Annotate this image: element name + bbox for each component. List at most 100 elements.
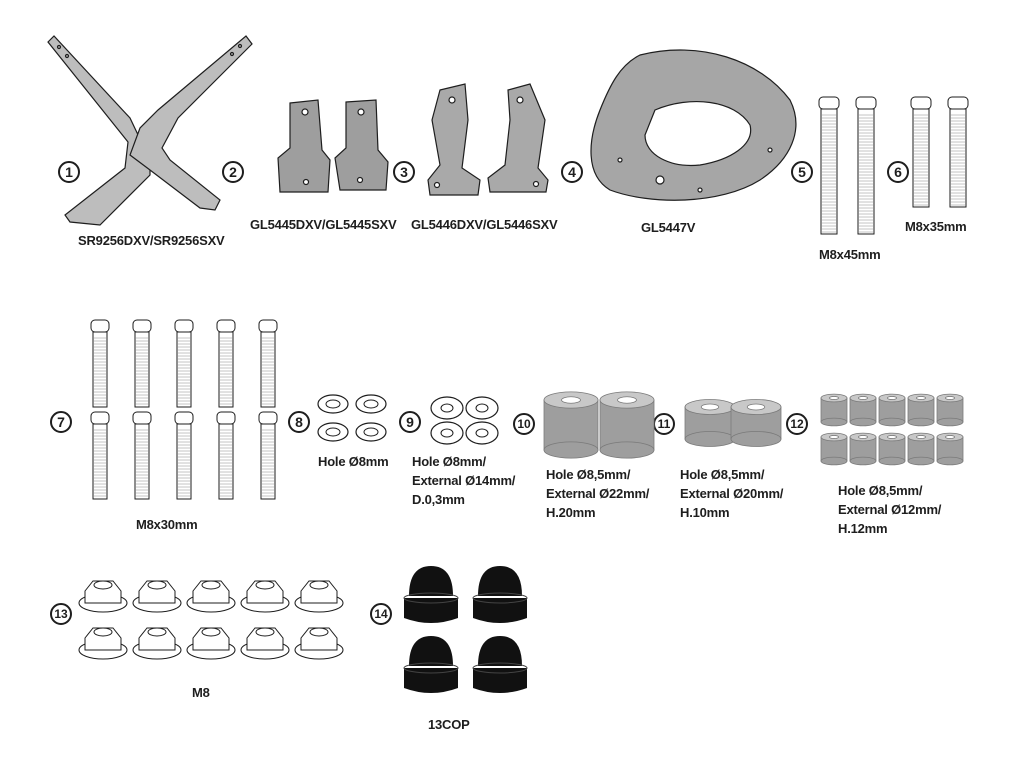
bolt-m8x30-8-head	[174, 411, 194, 425]
cap-rim	[403, 662, 459, 674]
spacer-20mm-1-body	[543, 399, 599, 451]
nut-m8-8	[186, 627, 236, 660]
spacer-12mm-1-body	[820, 397, 848, 423]
spacer-12mm-4-hole	[916, 396, 926, 400]
cap-base	[473, 598, 527, 623]
spacer-10mm-2-body	[730, 406, 782, 440]
nut-flange	[294, 640, 344, 660]
bolt-m8x30-9	[216, 411, 236, 500]
nut-hex	[300, 627, 338, 651]
spacer-10mm-1-top	[684, 399, 736, 415]
spacer-10mm-1-bottom	[684, 431, 736, 447]
label-hole8: Hole Ø8mm	[318, 454, 389, 469]
spacer-12mm-6-top	[820, 432, 848, 442]
label-gl5446: GL5446DXV/GL5446SXV	[411, 217, 558, 232]
callout-10: 10	[513, 413, 535, 435]
lock-washer-4	[355, 422, 387, 442]
spacer-12mm-1-bottom	[820, 417, 848, 427]
callout-11: 11	[653, 413, 675, 435]
nut-hole	[309, 580, 329, 590]
bolt-m8x30-8	[174, 411, 194, 500]
nut-cap-1	[403, 566, 459, 623]
callout-8: 8	[288, 411, 310, 433]
spacer-12mm-2-bottom	[849, 417, 877, 427]
spacer-12mm-8-body	[878, 436, 906, 462]
spacer-12mm-7-bottom	[849, 456, 877, 466]
nut-hole	[147, 627, 167, 637]
nut-hole	[93, 627, 113, 637]
callout-9: 9	[399, 411, 421, 433]
lock-washer-hole-1	[325, 399, 341, 409]
nut-hex	[138, 580, 176, 604]
spacer-20mm-2-bottom	[599, 441, 655, 459]
bolt-m8x30-3-head	[174, 319, 194, 333]
flat-washer-hole-3	[440, 428, 454, 438]
spacer-12mm-4-top	[907, 393, 935, 403]
cap-dome	[409, 636, 453, 666]
spacer-12mm-10-bottom	[936, 456, 964, 466]
nut-hex	[246, 580, 284, 604]
label-m8-nut: M8	[192, 685, 210, 700]
bolt-m8x45-1-head	[818, 96, 840, 110]
nut-flange	[132, 640, 182, 660]
cap-rim	[472, 662, 528, 674]
nut-cap-4	[472, 636, 528, 693]
bolt-m8x35-1-head	[910, 96, 932, 110]
bolt-m8x30-5-head	[258, 319, 278, 333]
bolt-m8x30-1	[90, 319, 110, 408]
spacer-12mm-8-hole	[887, 435, 897, 439]
nut-flange	[78, 640, 128, 660]
label-m8x35: M8x35mm	[905, 219, 967, 234]
spacer-12mm-9-top	[907, 432, 935, 442]
bolt-m8x30-4-shaft	[218, 331, 234, 408]
spacer-10mm-1-hole	[700, 403, 720, 411]
cap-rim	[403, 592, 459, 604]
bolt-m8x30-2-head	[132, 319, 152, 333]
spacer-20mm-1-bottom	[543, 441, 599, 459]
spacer-12mm-1-hole	[829, 396, 839, 400]
flat-washer-hole-1	[440, 403, 454, 413]
callout-4: 4	[561, 161, 583, 183]
bolt-m8x35-2-shaft	[949, 108, 967, 208]
nut-cap-3	[403, 636, 459, 693]
spacer-10mm-2-bottom	[730, 431, 782, 447]
bolt-m8x30-7-shaft	[134, 423, 150, 500]
bolt-m8x35-2	[947, 96, 969, 208]
spacer-12mm-2-body	[849, 397, 877, 423]
nut-hole	[255, 627, 275, 637]
bolt-m8x30-2	[132, 319, 152, 408]
cap-base	[404, 668, 458, 693]
nut-hex	[192, 627, 230, 651]
callout-6: 6	[887, 161, 909, 183]
cap-base	[404, 598, 458, 623]
bolt-m8x35-1	[910, 96, 932, 208]
flat-washer-hole-2	[475, 403, 489, 413]
spacer-12mm-6-body	[820, 436, 848, 462]
lock-washer-3	[317, 422, 349, 442]
nut-flange	[240, 593, 290, 613]
bolt-m8x35-2-head	[947, 96, 969, 110]
spacer-12mm-9-body	[907, 436, 935, 462]
spacer-12mm-8-bottom	[878, 456, 906, 466]
bolt-m8x35-1-shaft	[912, 108, 930, 208]
bolt-m8x30-6-shaft	[92, 423, 108, 500]
bolt-m8x45-1-shaft	[820, 108, 838, 235]
cap-dome	[478, 566, 522, 596]
bolt-m8x30-5-shaft	[260, 331, 276, 408]
nut-hex	[246, 627, 284, 651]
label-spacer-10: Hole Ø8,5mm/ External Ø20mm/ H.10mm	[680, 467, 784, 520]
spacer-12mm-7-top	[849, 432, 877, 442]
spacer-20mm-2-top	[599, 391, 655, 409]
spacer-12mm-7-body	[849, 436, 877, 462]
nut-flange	[240, 640, 290, 660]
callout-7: 7	[50, 411, 72, 433]
lock-washer-hole-3	[325, 427, 341, 437]
spacer-20mm-2-hole	[617, 396, 637, 404]
bolt-m8x45-2-head	[855, 96, 877, 110]
bolt-m8x30-9-shaft	[218, 423, 234, 500]
lock-washer-2	[355, 394, 387, 414]
bolt-m8x30-9-head	[216, 411, 236, 425]
label-spacer-20: Hole Ø8,5mm/ External Ø22mm/ H.20mm	[546, 467, 650, 520]
